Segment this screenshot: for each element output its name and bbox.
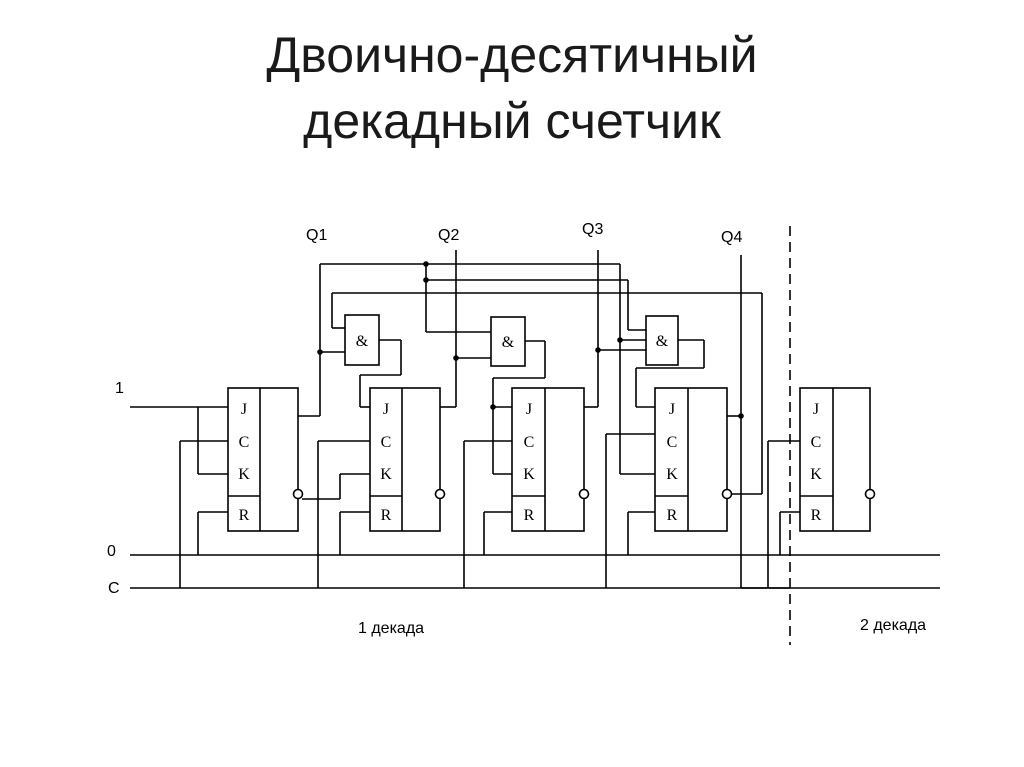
pin-labels-ff3: J C K R [523, 401, 535, 524]
flip-flop-4 [654, 387, 733, 532]
pin-k: K [523, 466, 535, 483]
title-line-1: Двоично-десятичный [266, 27, 758, 83]
pin-c: C [381, 434, 392, 451]
wires-ff2 [317, 250, 457, 588]
output-q2-label: Q2 [438, 227, 459, 244]
flip-flop-1 [227, 387, 304, 532]
flip-flop-5 [799, 387, 876, 532]
pin-j: J [526, 401, 532, 418]
pin-k: K [238, 466, 250, 483]
pin-j: J [383, 401, 389, 418]
wires-ff5 [767, 440, 800, 588]
and-gate-1: & [344, 314, 380, 366]
junction-dots [317, 261, 744, 419]
pin-j: J [813, 401, 819, 418]
title-line-2: декадный счетчик [303, 93, 721, 149]
signal-labels: 1 0 C Q1 Q2 Q3 Q4 1 декада 2 декада [107, 221, 926, 637]
pin-labels-ff2: J C K R [380, 401, 392, 524]
and-gate-2: & [490, 316, 526, 367]
clock-bus-label: C [108, 580, 120, 597]
pin-j: J [669, 401, 675, 418]
pin-r: R [239, 507, 250, 524]
flip-flop-3 [511, 387, 590, 532]
decade-2-label: 2 декада [860, 617, 926, 634]
output-q4-label: Q4 [721, 229, 742, 246]
pin-r: R [811, 507, 822, 524]
zero-bus-label: 0 [107, 543, 116, 560]
wires-ff1 [179, 264, 340, 588]
pin-labels-ff5: J C K R [810, 401, 822, 524]
and-gate-symbol: & [356, 333, 369, 350]
pin-c: C [524, 434, 535, 451]
pin-c: C [239, 434, 250, 451]
and-gate-symbol: & [656, 333, 669, 350]
output-q1-label: Q1 [306, 227, 327, 244]
pin-c: C [811, 434, 822, 451]
and-gate-symbol: & [502, 334, 515, 351]
slide-title: Двоично-десятичный декадный счетчик [0, 22, 1024, 154]
decade-1-label: 1 декада [358, 620, 424, 637]
pin-c: C [667, 434, 678, 451]
pin-labels-ff4: J C K R [666, 401, 678, 524]
flip-flop-2 [369, 387, 446, 532]
output-q3-label: Q3 [582, 221, 603, 238]
feedback-busses [320, 263, 762, 340]
pin-r: R [524, 507, 535, 524]
pin-k: K [666, 466, 678, 483]
pin-r: R [381, 507, 392, 524]
pin-k: K [380, 466, 392, 483]
and-gate-3: & [645, 315, 679, 366]
wires-ff3 [425, 250, 599, 588]
pin-r: R [667, 507, 678, 524]
pin-k: K [810, 466, 822, 483]
input-one-label: 1 [115, 380, 124, 397]
bus-lines [130, 406, 940, 589]
pin-j: J [241, 401, 247, 418]
pin-labels-ff1: J C K R [238, 401, 250, 524]
